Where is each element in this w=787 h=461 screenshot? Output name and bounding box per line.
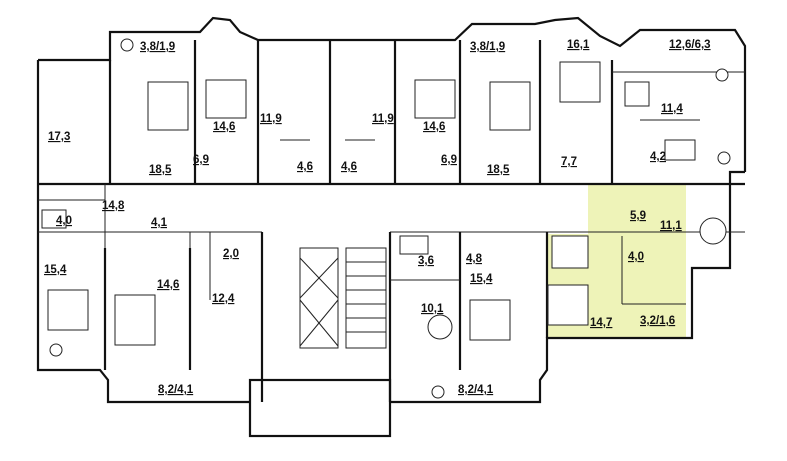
furniture <box>41 61 727 346</box>
room-area-label: 14,6 <box>423 121 445 133</box>
table-icon <box>624 81 650 107</box>
sofa-icon <box>147 81 189 131</box>
room-area-label: 14,6 <box>157 279 179 291</box>
table-icon <box>699 217 727 245</box>
room-area-label: 4,6 <box>341 161 357 173</box>
room-area-label: 3,8/1,9 <box>470 41 505 53</box>
plant-icon <box>49 343 63 357</box>
plant-icon <box>717 151 731 165</box>
bathtub-icon <box>664 139 696 161</box>
room-area-label: 15,4 <box>470 273 493 285</box>
room-area-label: 3,8/1,9 <box>140 41 175 53</box>
stair-core <box>299 247 387 349</box>
sofa-icon <box>547 284 589 326</box>
room-area-label: 3,2/1,6 <box>640 315 675 327</box>
room-area-label: 4,8 <box>466 253 483 265</box>
bathtub-icon <box>41 209 67 229</box>
bed-icon <box>414 79 456 119</box>
plant-icon <box>715 68 729 82</box>
room-area-label: 15,4 <box>44 264 67 276</box>
room-area-label: 17,3 <box>48 131 70 143</box>
exterior-walls <box>36 16 747 438</box>
room-area-label: 16,1 <box>567 39 590 51</box>
room-area-label: 18,5 <box>487 164 510 176</box>
room-area-label: 6,9 <box>193 154 209 166</box>
room-area-label: 11,4 <box>661 103 683 115</box>
room-area-label: 2,0 <box>223 248 239 260</box>
room-area-label: 11,9 <box>372 113 394 125</box>
room-area-label: 4,0 <box>56 215 72 227</box>
plant-icon <box>431 385 445 399</box>
bed-icon <box>205 79 247 119</box>
sofa-icon <box>489 81 531 131</box>
room-area-label: 18,5 <box>149 164 172 176</box>
room-labels: 3,8/1,9 3,8/1,9 16,1 12,6/6,3 17,3 14,6 … <box>44 39 711 396</box>
sofa-icon <box>469 299 511 341</box>
room-area-label: 5,9 <box>630 210 646 222</box>
room-area-label: 14,6 <box>213 121 235 133</box>
room-area-label: 4,0 <box>628 251 644 263</box>
bathtub-icon <box>399 235 429 255</box>
table-icon <box>427 314 453 340</box>
room-area-label: 4,1 <box>151 217 168 229</box>
room-area-label: 8,2/4,1 <box>158 384 194 396</box>
room-area-label: 8,2/4,1 <box>458 384 494 396</box>
room-area-label: 11,1 <box>660 220 682 232</box>
room-area-label: 4,6 <box>297 161 313 173</box>
room-area-label: 6,9 <box>441 154 457 166</box>
sofa-icon <box>559 61 601 103</box>
sofa-icon <box>114 294 156 346</box>
room-area-label: 3,6 <box>418 255 434 267</box>
room-area-label: 14,7 <box>590 317 612 329</box>
room-area-label: 14,8 <box>102 200 125 212</box>
plant-icon <box>120 38 134 52</box>
room-area-label: 11,9 <box>260 113 282 125</box>
bed-icon <box>551 235 589 269</box>
room-area-label: 7,7 <box>561 156 577 168</box>
room-area-label: 12,6/6,3 <box>669 39 711 51</box>
room-area-label: 4,2 <box>650 151 666 163</box>
plants <box>49 38 731 399</box>
room-area-label: 10,1 <box>421 303 444 315</box>
room-area-label: 12,4 <box>212 293 235 305</box>
interior-walls <box>38 40 745 402</box>
sofa-icon <box>47 289 89 331</box>
